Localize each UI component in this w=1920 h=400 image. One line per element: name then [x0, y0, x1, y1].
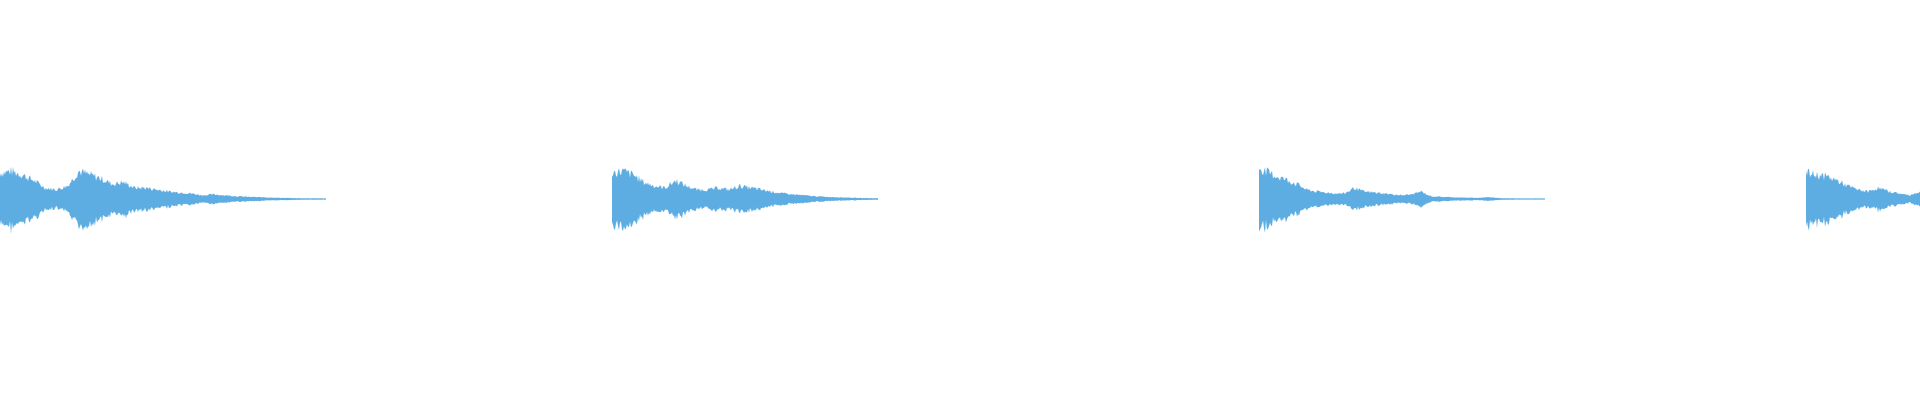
- waveform-clip-4[interactable]: [1806, 168, 1920, 231]
- waveform-clip-1[interactable]: [0, 166, 326, 235]
- waveform-clip-2[interactable]: [612, 168, 878, 231]
- waveform-clip-3[interactable]: [1259, 167, 1545, 233]
